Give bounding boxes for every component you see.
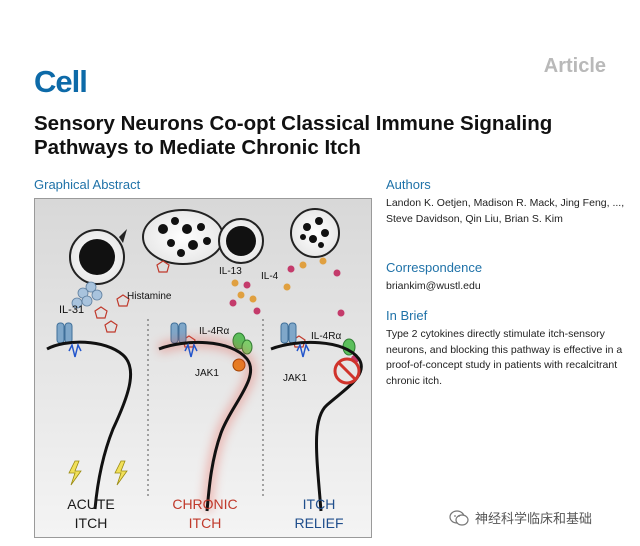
inhibition-icon <box>333 357 361 385</box>
jak1-label-relief: JAK1 <box>283 373 307 384</box>
neuron-chronic <box>157 337 256 512</box>
in-brief-heading: In Brief <box>386 308 428 323</box>
basophil-icon <box>290 208 340 258</box>
correspondence-section: Correspondence briankim@wustl.edu <box>386 260 626 295</box>
lightning-icon <box>114 460 128 486</box>
cytokine-molecules <box>229 257 345 317</box>
graphical-abstract-illustration: IL-31 Histamine IL-13 IL-4 IL-4Rα IL-4Rα… <box>35 199 371 537</box>
panel-relief-line2: RELIEF <box>294 515 343 531</box>
in-brief-section: In Brief Type 2 cytokines directly stimu… <box>386 308 626 389</box>
authors-section: Authors Landon K. Oetjen, Madison R. Mac… <box>386 177 626 227</box>
article-type-label: Article <box>543 55 606 77</box>
eosinophil-icon <box>142 209 224 265</box>
panel-chronic-line2: ITCH <box>189 515 222 531</box>
il4ra-label-chronic: IL-4Rα <box>199 326 229 337</box>
correspondence-email[interactable]: briankim@wustl.edu <box>386 280 481 292</box>
graphical-abstract-heading: Graphical Abstract <box>34 177 141 192</box>
watermark: 神经科学临床和基础 <box>446 507 596 528</box>
journal-logo: Cell <box>34 64 88 99</box>
watermark-text: 神经科学临床和基础 <box>475 511 593 526</box>
panel-chronic-line1: CHRONIC <box>172 496 237 512</box>
il13-label: IL-13 <box>219 266 242 277</box>
il31-label: IL-31 <box>59 304 84 316</box>
wechat-icon <box>449 509 469 526</box>
article-title: Sensory Neurons Co-opt Classical Immune … <box>34 112 553 159</box>
authors-list: Landon K. Oetjen, Madison R. Mack, Jing … <box>386 197 625 225</box>
graphical-abstract-figure: IL-31 Histamine IL-13 IL-4 IL-4Rα IL-4Rα… <box>34 198 372 538</box>
panel-acute-line2: ITCH <box>75 515 108 531</box>
il31-molecules <box>71 281 103 309</box>
il4ra-label-relief: IL-4Rα <box>311 331 341 342</box>
il4-label: IL-4 <box>261 271 279 282</box>
correspondence-heading: Correspondence <box>386 260 483 275</box>
panel-relief-line1: ITCH <box>303 496 336 512</box>
mast-cell-icon <box>69 229 127 285</box>
neuron-acute <box>46 340 133 510</box>
panel-acute-line1: ACUTE <box>67 496 114 512</box>
authors-heading: Authors <box>386 177 431 192</box>
histamine-label: Histamine <box>127 291 172 302</box>
il31-receptor <box>56 322 73 344</box>
jak1-label-chronic: JAK1 <box>195 368 219 379</box>
t-cell-icon <box>218 218 264 264</box>
in-brief-text: Type 2 cytokines directly stimulate itch… <box>386 328 623 387</box>
lightning-icon <box>68 460 82 486</box>
